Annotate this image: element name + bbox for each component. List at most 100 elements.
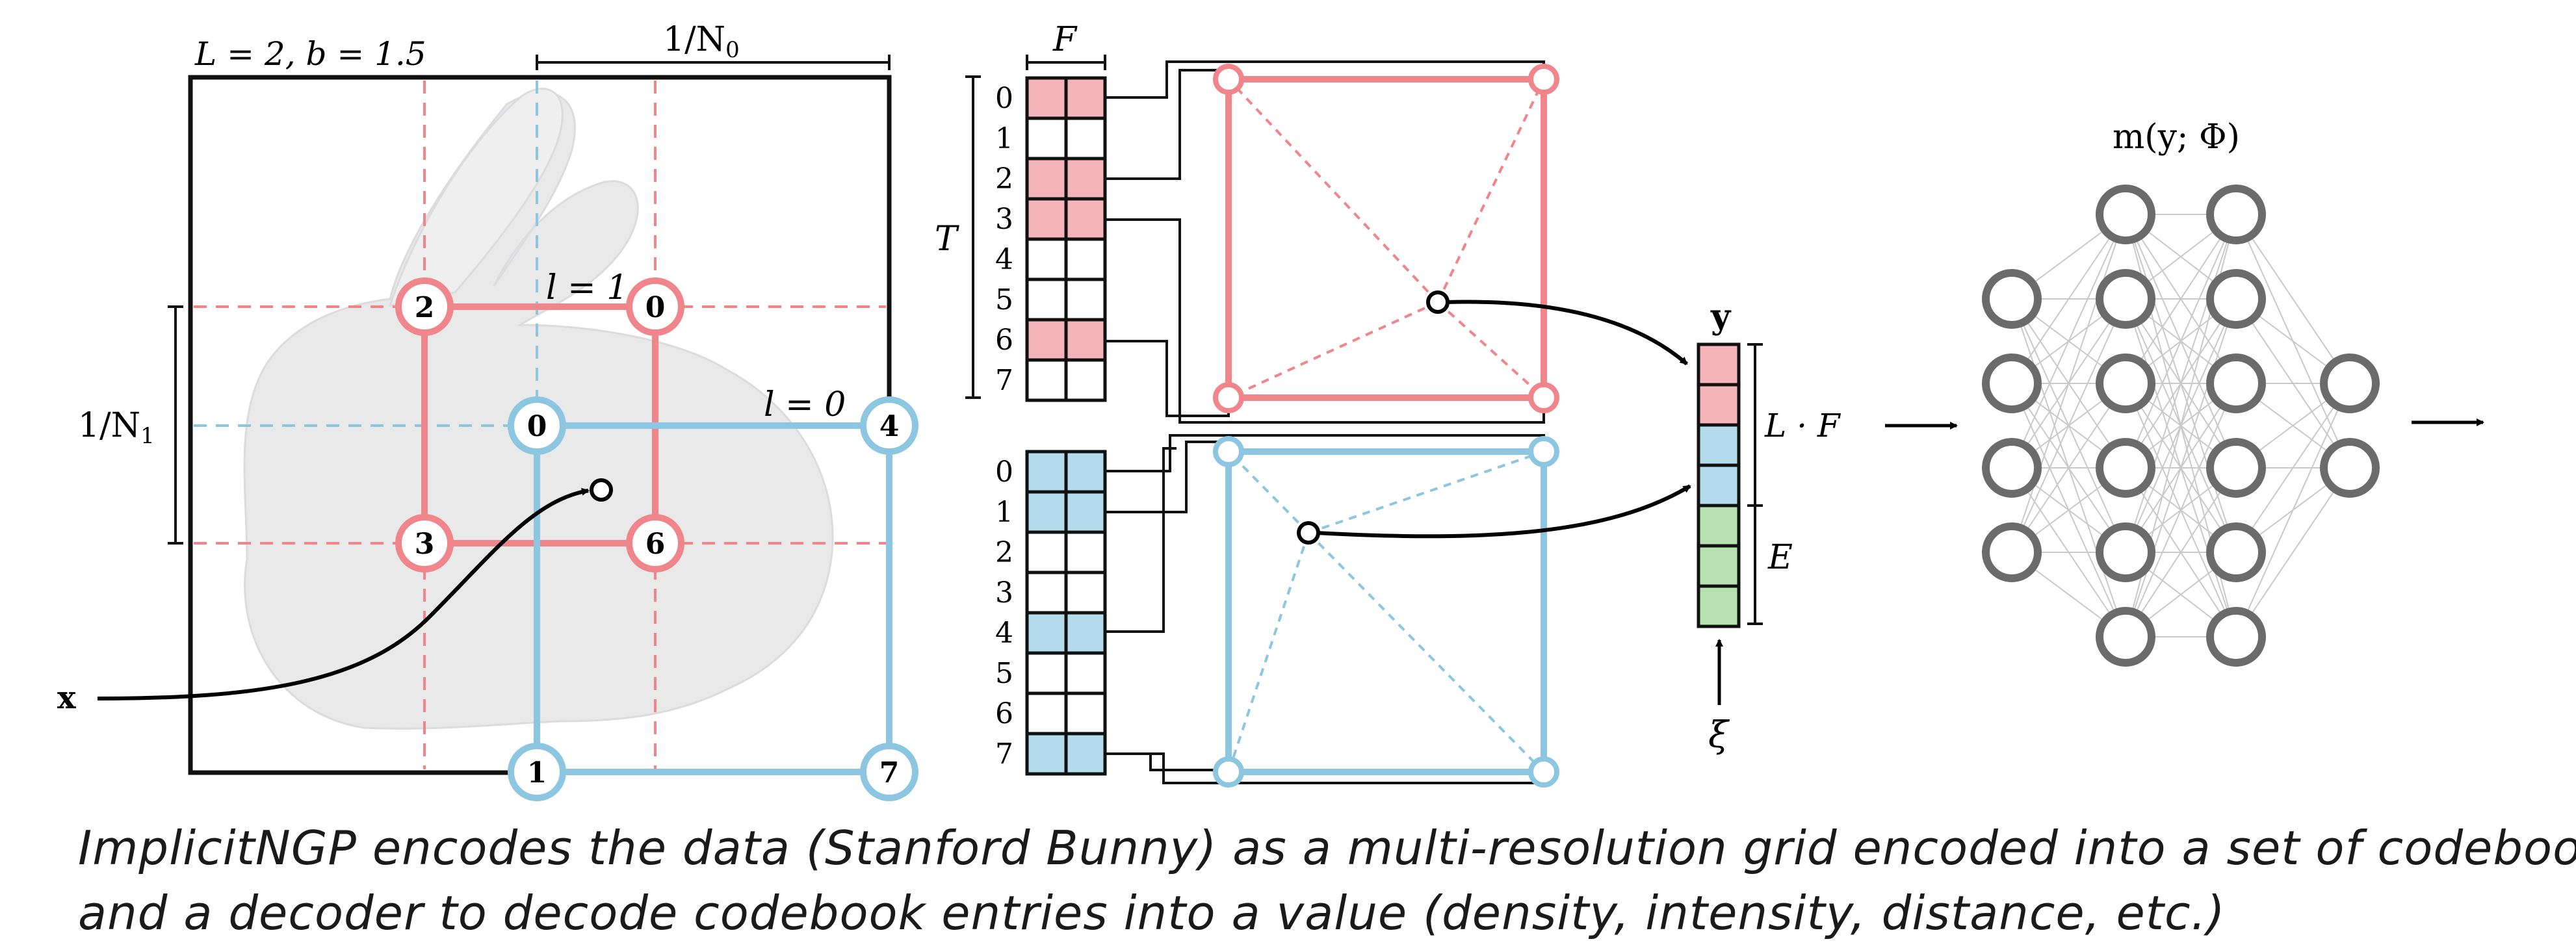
hash-table-index: 7 — [995, 364, 1013, 397]
interp-weight-line — [1307, 532, 1545, 773]
e-label: E — [1767, 538, 1793, 577]
hash-table-index: 0 — [995, 456, 1013, 489]
mlp-edge — [2011, 214, 2126, 553]
grid-vertex — [860, 743, 918, 801]
mlp-edge — [2235, 383, 2350, 637]
mlp-edge — [2235, 467, 2350, 637]
mlp-label: m(y; Φ) — [2113, 118, 2240, 157]
hash-table-index: 5 — [995, 283, 1013, 316]
hash-table-cell — [1025, 691, 1068, 736]
interp-cell-outline — [1225, 448, 1547, 775]
mlp-neuron — [2206, 607, 2266, 667]
mlp-edge — [2125, 298, 2237, 637]
interpolation-square-level0 — [1213, 436, 1559, 788]
hash-table-index: 4 — [995, 243, 1013, 276]
hash-table-cell — [1025, 116, 1068, 160]
link-row4-lower — [1105, 447, 1177, 633]
mlp: m(y; Φ) — [1885, 118, 2484, 667]
grid-vertex-label: 6 — [645, 528, 666, 561]
n1-bracket — [168, 305, 183, 545]
grid-vertex-label: 4 — [879, 410, 900, 443]
params-label: L = 2, b = 1.5 — [194, 35, 426, 73]
concat-cell — [1697, 383, 1741, 427]
hash-table-cell — [1025, 277, 1068, 322]
mlp-neuron — [2096, 353, 2155, 413]
mlp-neuron — [2096, 185, 2155, 244]
hash-table-cell — [1064, 358, 1107, 402]
grid-vertex-label: 1 — [527, 756, 547, 790]
interp-weight-line — [1227, 532, 1310, 773]
mlp-edge — [2011, 214, 2126, 384]
concat-cell — [1697, 423, 1741, 467]
level1-label: l = 1 — [546, 268, 628, 307]
mlp-neuron — [1982, 353, 2042, 413]
hash-table-cell — [1025, 732, 1068, 776]
xi-label: ξ — [1708, 714, 1730, 756]
concat-cells — [1697, 342, 1741, 628]
hash-table-cell — [1064, 318, 1107, 362]
hash-table-cell — [1025, 530, 1068, 574]
hash-table-cell — [1025, 651, 1068, 695]
hash-table-cell — [1025, 450, 1068, 494]
mlp-edge — [2011, 214, 2126, 469]
link-row7-lower — [1105, 752, 1545, 784]
mlp-neuron — [1982, 522, 2042, 582]
hash-table-index: 6 — [995, 697, 1013, 730]
interp-weight-line — [1437, 301, 1545, 399]
mlp-edge — [2125, 467, 2237, 637]
interp-vertex — [1528, 64, 1559, 95]
grid-vertex — [508, 743, 566, 801]
link-row7b-lower — [1105, 752, 1229, 771]
interp-vertex — [1528, 756, 1559, 788]
hash-table-index: 3 — [995, 576, 1013, 610]
mlp-neuron — [2096, 269, 2155, 329]
interp-vertex — [1213, 756, 1244, 788]
hash-table-cell — [1025, 197, 1068, 241]
hash-table-cell — [1025, 571, 1068, 615]
interpolation-square-level1 — [1213, 64, 1559, 413]
n0-label: 1/N0 — [663, 20, 740, 63]
hash-table-cell — [1064, 530, 1107, 574]
caption-line-1: ImplicitNGP encodes the data (Stanford B… — [78, 821, 2576, 875]
mlp-neuron — [2320, 353, 2380, 413]
hash-table-index: 3 — [995, 203, 1013, 236]
interp-sample-point — [1297, 521, 1320, 545]
interp-vertex — [1213, 64, 1244, 95]
mlp-neuron — [2206, 522, 2266, 582]
level0-to-y-arrow — [1316, 484, 1691, 539]
input-arrow — [97, 487, 590, 700]
hash-table-index: 5 — [995, 657, 1013, 690]
grid-vertex-label: 0 — [645, 291, 666, 324]
concat-cell — [1697, 584, 1741, 628]
interp-weight-line — [1228, 301, 1438, 399]
grid-vertex-label: 7 — [879, 756, 900, 790]
caption: ImplicitNGP encodes the data (Stanford B… — [78, 815, 2576, 945]
hash-table-cell — [1064, 571, 1107, 615]
mlp-neuron — [2206, 269, 2266, 329]
hash-table-cell — [1025, 157, 1068, 201]
hash-table-cell — [1064, 237, 1107, 281]
hash-table-cell — [1025, 611, 1068, 655]
grid-vertex-label: 3 — [415, 528, 435, 561]
input-x-label: x — [57, 680, 76, 716]
mlp-edge — [2125, 214, 2237, 384]
mlp-neuron — [2096, 438, 2155, 498]
mlp-neuron — [2320, 438, 2380, 498]
mlp-neuron — [1982, 269, 2042, 329]
mlp-neuron — [2096, 607, 2155, 667]
query-point — [590, 478, 613, 502]
mlp-nodes — [1982, 185, 2380, 667]
grid-cell-outline — [534, 422, 892, 775]
level0-label: l = 0 — [764, 385, 846, 424]
hash-table-index: 2 — [995, 162, 1013, 196]
hash-table-cell — [1064, 116, 1107, 160]
interpolation-squares — [1213, 64, 1559, 788]
level1-to-y-arrow — [1446, 300, 1688, 366]
mlp-neuron — [2096, 522, 2155, 582]
